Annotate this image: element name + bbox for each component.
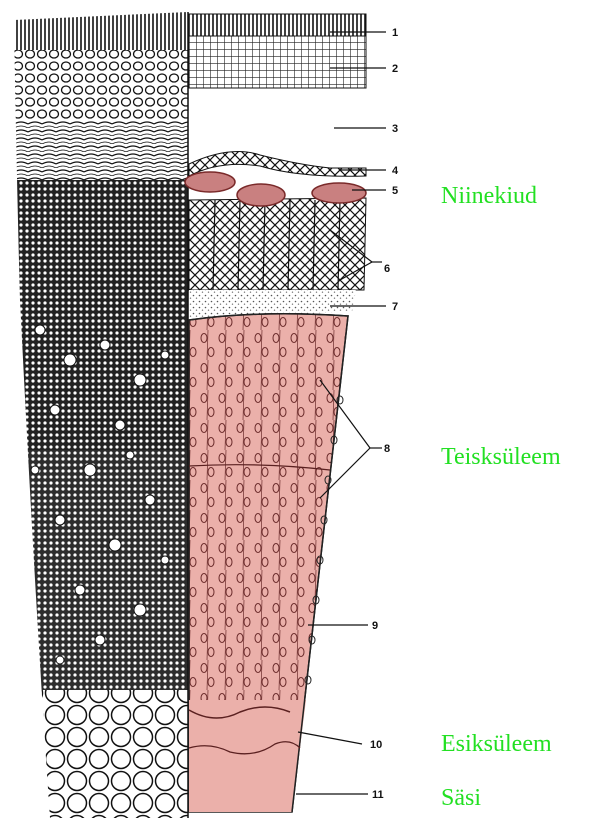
layer-number: 5 [392,185,398,197]
layer-number: 10 [370,739,382,751]
layer-number: 9 [372,620,378,632]
layer-numbers: 1 2 3 4 5 6 7 8 9 10 11 [370,27,399,801]
layer-number: 6 [384,263,390,275]
left-cell-section [0,0,190,820]
right-schematic [185,14,366,812]
layer-number: 2 [392,63,398,75]
label-sasi: Säsi [441,785,481,811]
label-teisksuleem: Teisksüleem [441,444,561,470]
layer-number: 1 [392,27,398,39]
layer-number: 8 [384,443,390,455]
layer-number: 3 [392,123,398,135]
label-niinekiud: Niinekiud [441,183,537,209]
layer-number: 11 [372,789,384,801]
layer-number: 7 [392,301,398,313]
label-esiksuleem: Esiksüleem [441,731,552,757]
tissue-labels: Niinekiud Teisksüleem Esiksüleem Säsi [441,183,561,811]
layer-number: 4 [392,165,399,177]
